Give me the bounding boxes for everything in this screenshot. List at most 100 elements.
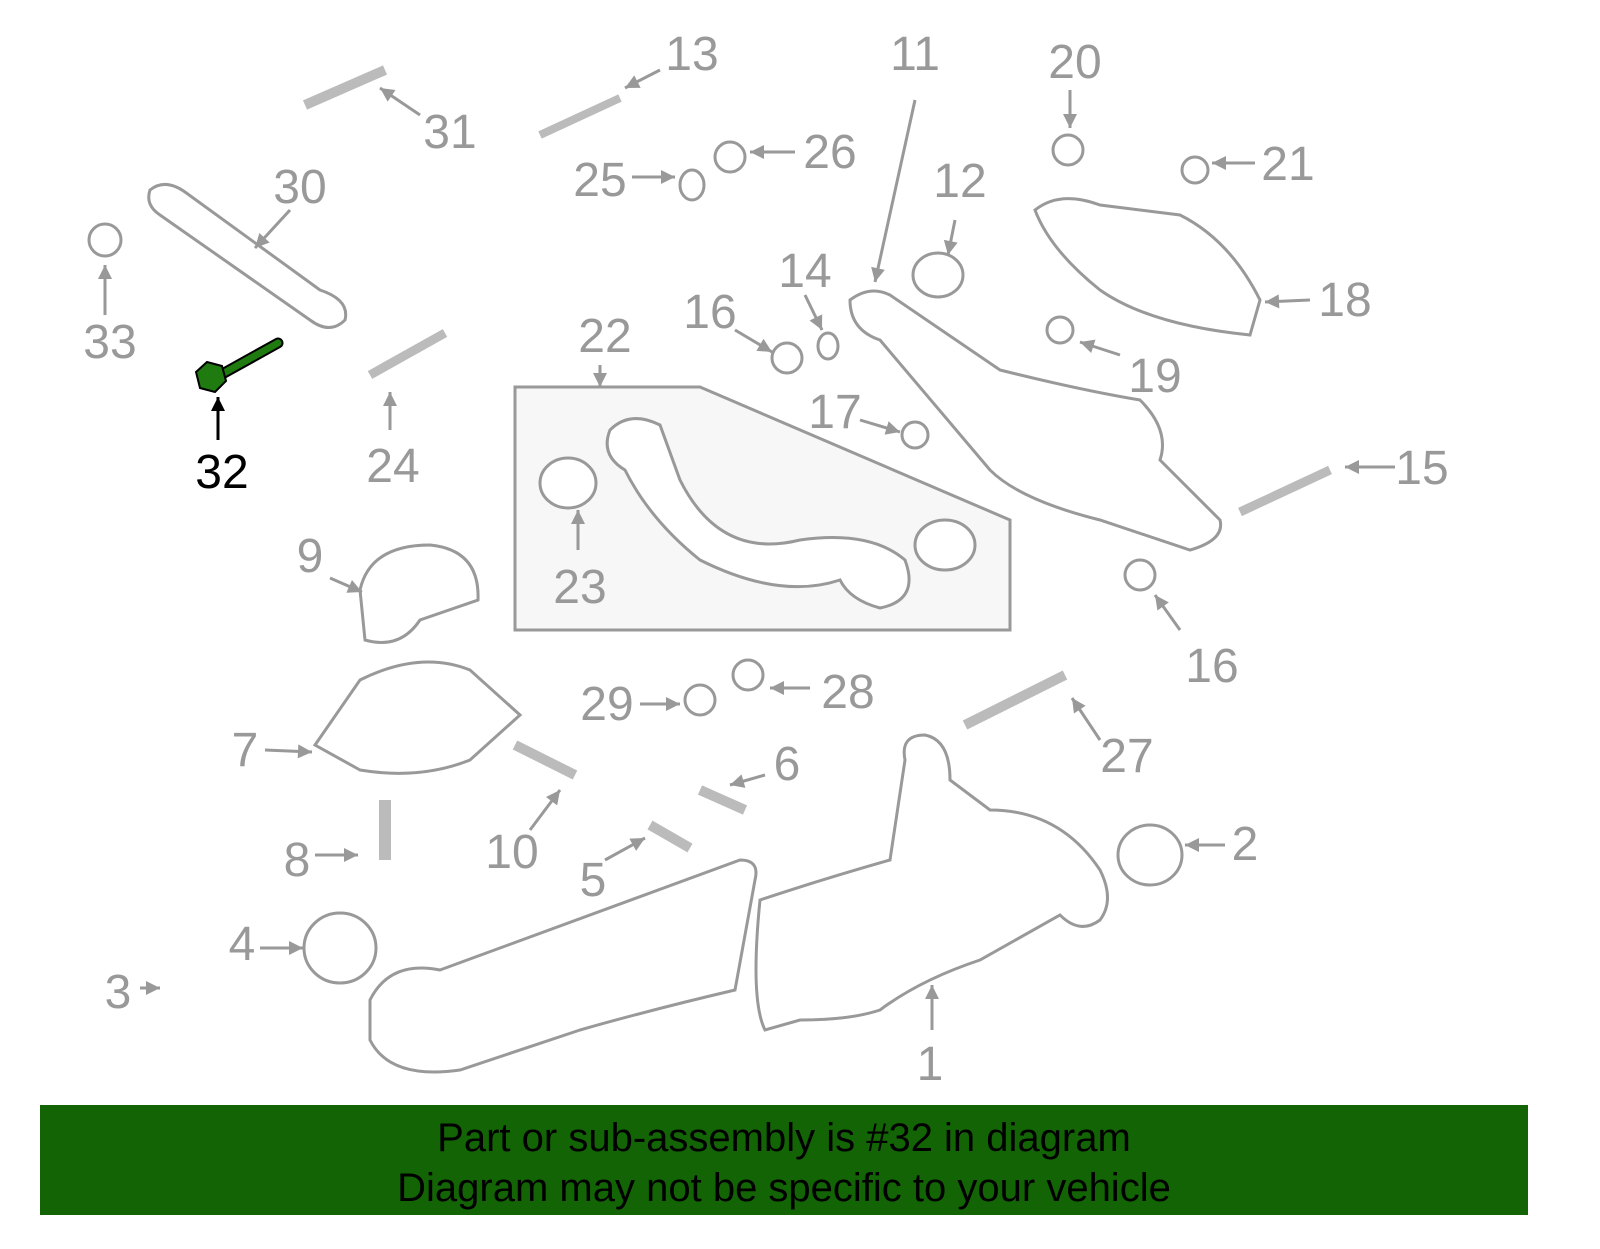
arrowhead-icon <box>1063 114 1077 128</box>
nut-33 <box>87 222 123 258</box>
arrowhead-icon <box>571 510 585 524</box>
arrowhead-icon <box>629 838 645 851</box>
parts-group <box>87 65 1332 1074</box>
lateral-link-30 <box>147 183 348 329</box>
arrowhead-icon <box>1212 156 1226 170</box>
callout-30[interactable]: 30 <box>273 161 326 214</box>
callout-18[interactable]: 18 <box>1318 274 1371 327</box>
arrowhead-icon <box>383 392 397 406</box>
callout-24[interactable]: 24 <box>366 440 419 493</box>
banner-line-1: Part or sub-assembly is #32 in diagram <box>437 1116 1131 1160</box>
arrowhead-icon <box>661 170 675 184</box>
spring-seat-18 <box>1033 197 1262 337</box>
arrowhead-icon <box>625 75 641 88</box>
callout-28[interactable]: 28 <box>821 666 874 719</box>
trailing-arm-3 <box>368 858 758 1074</box>
arrowhead-icon <box>146 981 160 995</box>
callout-32[interactable]: 32 <box>195 446 248 499</box>
arrowhead-icon <box>1265 294 1280 309</box>
nut-16 <box>770 341 804 375</box>
bushing-2 <box>1116 823 1184 887</box>
callout-16[interactable]: 16 <box>1185 640 1238 693</box>
callout-13[interactable]: 13 <box>665 28 718 81</box>
nut-16b <box>1123 558 1157 592</box>
bolt-32-highlighted <box>194 337 284 394</box>
lower-control-arm-11 <box>848 289 1223 552</box>
callout-7[interactable]: 7 <box>232 724 259 777</box>
callout-11[interactable]: 11 <box>890 28 940 81</box>
bushing-22b <box>913 518 977 572</box>
banner-line-2: Diagram may not be specific to your vehi… <box>397 1166 1171 1210</box>
bushing-4 <box>302 911 378 985</box>
arrowhead-icon <box>871 266 885 282</box>
arrowhead-icon <box>346 579 362 593</box>
callout-14[interactable]: 14 <box>778 245 831 298</box>
callout-9[interactable]: 9 <box>297 530 324 583</box>
upper-control-arm <box>605 417 911 610</box>
callout-12[interactable]: 12 <box>933 155 986 208</box>
callout-labels: 1234567891011121314151616171819202122232… <box>83 28 1448 1091</box>
callout-4[interactable]: 4 <box>229 918 256 971</box>
arrowhead-icon <box>925 985 939 999</box>
callout-10[interactable]: 10 <box>485 826 538 879</box>
arrowhead-icon <box>1072 698 1086 714</box>
callout-6[interactable]: 6 <box>774 738 801 791</box>
callout-33[interactable]: 33 <box>83 316 136 369</box>
info-banner: Part or sub-assembly is #32 in diagram D… <box>40 1105 1528 1215</box>
washer-25 <box>678 168 706 202</box>
bushing-12 <box>911 251 965 299</box>
clip-21 <box>1180 155 1210 185</box>
callout-21[interactable]: 21 <box>1261 138 1314 191</box>
callout-29[interactable]: 29 <box>580 678 633 731</box>
callout-26[interactable]: 26 <box>803 126 856 179</box>
callout-23[interactable]: 23 <box>553 561 606 614</box>
callout-25[interactable]: 25 <box>573 154 626 207</box>
arrowhead-icon <box>666 697 680 711</box>
callout-16[interactable]: 16 <box>683 286 736 339</box>
washer-14 <box>816 331 840 361</box>
arrowhead-icon <box>380 88 396 102</box>
arrowhead-icon <box>943 239 958 255</box>
arrowhead-icon <box>730 774 746 788</box>
leader-line-11 <box>873 99 917 283</box>
callout-1[interactable]: 1 <box>917 1038 944 1091</box>
callout-15[interactable]: 15 <box>1395 442 1448 495</box>
callout-27[interactable]: 27 <box>1100 730 1153 783</box>
bump-stop-9 <box>358 543 480 644</box>
arrowhead-icon <box>1080 339 1096 353</box>
arrowhead-icon <box>1185 838 1199 852</box>
arrowhead-icon <box>297 744 312 759</box>
arrowhead-icon <box>593 373 607 387</box>
arrowhead-icon <box>1345 460 1359 474</box>
arrowhead-icon <box>98 265 112 279</box>
arrowhead-icon <box>770 681 784 695</box>
mount-7 <box>312 660 523 775</box>
arrowhead-icon <box>344 848 358 862</box>
bracket-28 <box>731 658 765 692</box>
callout-3[interactable]: 3 <box>105 966 132 1019</box>
nut-20 <box>1051 133 1085 167</box>
bushing-23 <box>538 456 598 510</box>
knuckle-1 <box>754 733 1109 1032</box>
arrowhead-icon <box>750 145 764 159</box>
callout-17[interactable]: 17 <box>808 386 861 439</box>
callout-19[interactable]: 19 <box>1128 350 1181 403</box>
arrowhead-icon <box>289 941 303 955</box>
callout-20[interactable]: 20 <box>1048 36 1101 89</box>
arrowhead-icon <box>884 421 900 435</box>
bolt-19 <box>1045 315 1075 345</box>
callout-31[interactable]: 31 <box>423 106 476 159</box>
arrowhead-icon <box>1155 595 1169 611</box>
bolt-17 <box>900 420 930 450</box>
callout-8[interactable]: 8 <box>284 834 311 887</box>
arrowhead-icon <box>756 338 772 352</box>
leader-lines <box>98 68 1395 1030</box>
arrowhead-icon <box>546 790 560 806</box>
callout-5[interactable]: 5 <box>580 854 607 907</box>
arrowhead-icon <box>809 314 823 330</box>
callout-2[interactable]: 2 <box>1232 818 1259 871</box>
nut-26 <box>713 140 747 174</box>
bolts <box>87 65 1332 860</box>
callout-22[interactable]: 22 <box>578 310 631 363</box>
